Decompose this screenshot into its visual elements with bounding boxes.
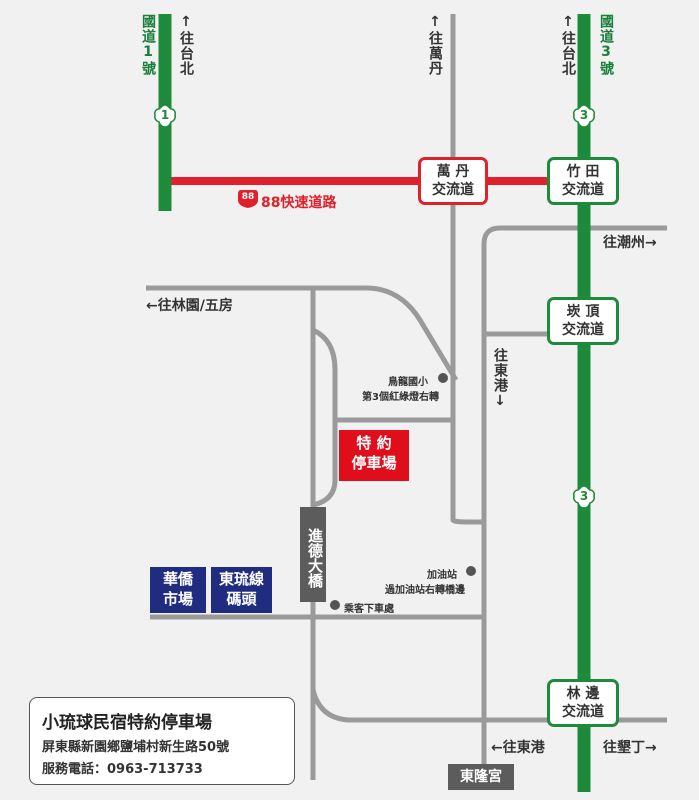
info-phone: 服務電話：0963-713733 [42, 762, 203, 777]
donglu-pier: 東琉線碼頭 [211, 567, 272, 613]
school-label: 鳥龍國小 [388, 377, 428, 388]
direction-chaozhou: 往潮州→ [603, 235, 657, 251]
freeway-3-number: 3 [579, 108, 589, 122]
interchange-linbian: 林 邊交流道 [547, 679, 619, 727]
jinde-bridge: 進德大橋 [300, 507, 326, 602]
third-light-note: 第3個紅綠燈右轉 [362, 392, 439, 403]
road-chaozhou [481, 225, 667, 780]
direction-wandan: ↑往萬丹 [427, 14, 443, 76]
expressway-88-label: 88快速道路 [261, 195, 337, 211]
freeway-3-number-south: 3 [579, 489, 589, 503]
freeway-1-shield-icon [154, 104, 176, 128]
contracted-parking-lot: 特 約停車場 [339, 430, 409, 481]
direction-taipei-3: ↑往台北 [560, 14, 576, 76]
freeway-3-shield-icon-south [573, 485, 595, 509]
road-jinde-loop [311, 327, 338, 508]
expressway-88-number: 88 [241, 192, 255, 202]
freeway-1-label: 國道1號 [140, 14, 156, 76]
huaqiao-market: 華僑市場 [150, 567, 206, 613]
road-wandan [450, 14, 484, 525]
interchange-wandan: 萬 丹交流道 [418, 157, 488, 205]
gas-station-marker-icon [466, 566, 476, 576]
donglong-temple: 東隆宮 [448, 764, 514, 790]
expressway-88-shield-icon [238, 190, 258, 208]
interchange-tanding: 崁 頂交流道 [547, 297, 619, 345]
direction-linyuan: ←往林園/五房 [146, 298, 233, 314]
after-gas-station-note: 過加油站右轉橋邊 [385, 585, 465, 596]
school-marker-icon [438, 373, 448, 383]
direction-donggang-vertical: 往東港↓ [492, 348, 508, 410]
info-address: 屏東縣新園鄉鹽埔村新生路50號 [42, 740, 230, 755]
road-linyuan [146, 285, 459, 382]
freeway-3-shield-icon [573, 104, 595, 128]
interchange-zhutian: 竹 田交流道 [547, 157, 619, 205]
direction-kenting: 往墾丁→ [603, 740, 657, 756]
road-south [310, 689, 667, 723]
direction-donggang: ←往東港 [491, 740, 545, 756]
direction-taipei-1: ↑往台北 [178, 14, 194, 76]
freeway-1-number: 1 [160, 108, 170, 122]
passenger-stop-marker-icon [330, 600, 340, 610]
passenger-stop-label: 乘客下車處 [344, 604, 394, 615]
info-title: 小琉球民宿特約停車場 [42, 713, 212, 733]
freeway-3-label: 國道3號 [598, 14, 614, 76]
gas-station-label: 加油站 [427, 570, 457, 581]
info-box: 小琉球民宿特約停車場 屏東縣新園鄉鹽埔村新生路50號 服務電話：0963-713… [29, 697, 295, 785]
